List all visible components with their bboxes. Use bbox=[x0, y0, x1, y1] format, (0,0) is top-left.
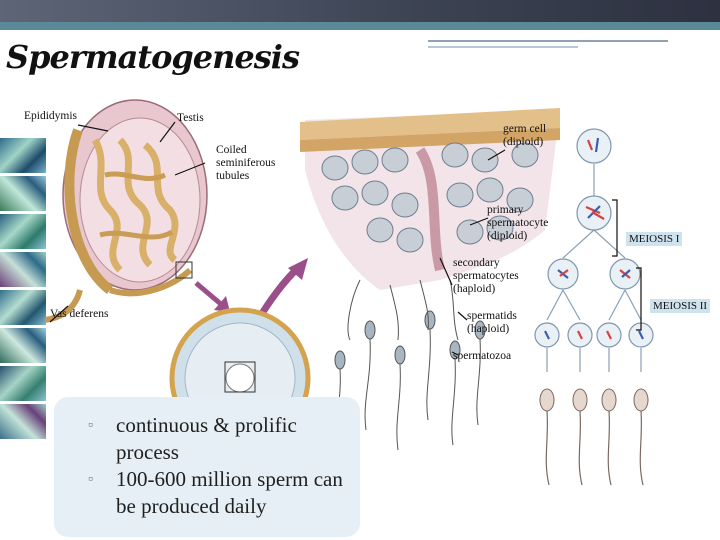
dna-image bbox=[0, 366, 46, 401]
bullet-list: ▫ continuous & prolific process ▫ 100-60… bbox=[88, 412, 358, 520]
header-rule bbox=[428, 40, 668, 42]
dna-image bbox=[0, 252, 46, 287]
dna-image bbox=[0, 214, 46, 249]
dna-image bbox=[0, 176, 46, 211]
dna-image bbox=[0, 404, 46, 439]
label-epididymis: Epididymis bbox=[24, 110, 78, 122]
zoom-arrow-up-head bbox=[288, 258, 308, 280]
label-secondary-spermatocytes: secondary spermatocytes (haploid) bbox=[453, 257, 519, 295]
label-spermatozoa: spermatozoa bbox=[453, 350, 512, 362]
testis-leader bbox=[159, 121, 176, 143]
dna-image bbox=[0, 290, 46, 325]
vas-leader bbox=[49, 305, 69, 323]
label-primary-spermatocyte: primary spermatocyte (diploid) bbox=[487, 204, 549, 242]
label-testis: Testis bbox=[177, 112, 204, 124]
bullet-text: 100-600 million sperm can be produced da… bbox=[116, 467, 343, 518]
cell-lineage bbox=[546, 164, 642, 372]
label-vas-deferens: Vas deferens bbox=[50, 308, 109, 320]
primary-leader bbox=[469, 217, 489, 226]
spermatozoa-leader bbox=[451, 351, 459, 356]
label-coiled-tubules: Coiled seminiferous tubules bbox=[216, 144, 276, 182]
meiosis1-bracket bbox=[612, 199, 618, 257]
epididymis-leader bbox=[77, 124, 109, 132]
header-dark-band bbox=[0, 0, 720, 22]
dna-image bbox=[0, 328, 46, 363]
spermatozoa-row bbox=[539, 388, 649, 486]
spermatids-leader bbox=[457, 311, 468, 321]
slide-title: Spermatogenesis bbox=[6, 38, 300, 76]
label-meiosis-2: MEIOSIS II bbox=[650, 299, 711, 313]
testis-illustration bbox=[44, 99, 208, 323]
coiled-leader bbox=[174, 162, 206, 176]
bullet-marker: ▫ bbox=[88, 418, 93, 433]
bullet-text: continuous & prolific process bbox=[116, 413, 297, 464]
header-rule-2 bbox=[428, 46, 578, 48]
zoom-arrow-down-head bbox=[214, 296, 230, 312]
bullet-item: ▫ 100-600 million sperm can be produced … bbox=[88, 466, 358, 520]
dna-image bbox=[0, 138, 46, 173]
bullet-marker: ▫ bbox=[88, 472, 93, 487]
germ-cell bbox=[576, 128, 612, 164]
germ-leader bbox=[487, 149, 506, 161]
meiosis2-bracket bbox=[636, 267, 642, 331]
label-meiosis-1: MEIOSIS I bbox=[626, 232, 683, 246]
dna-image-strip bbox=[0, 138, 46, 443]
label-germ-cell: germ cell (diploid) bbox=[503, 123, 547, 148]
secondary-leader bbox=[439, 257, 453, 286]
bullet-box bbox=[54, 397, 360, 537]
zoom-arrow-down bbox=[194, 281, 224, 307]
header-bar bbox=[0, 0, 720, 30]
header-teal-band bbox=[0, 22, 720, 30]
bullet-item: ▫ continuous & prolific process bbox=[88, 412, 358, 466]
label-spermatids: spermatids (haploid) bbox=[467, 310, 517, 335]
